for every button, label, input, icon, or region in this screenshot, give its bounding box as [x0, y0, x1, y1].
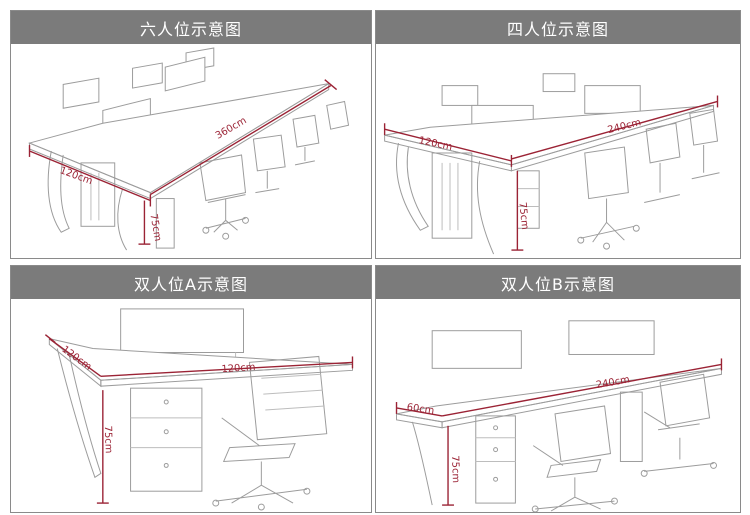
panel-title: 六人位示意图 [11, 11, 371, 44]
dimension-length-label: 120cm [221, 362, 256, 375]
panel-six-person: 六人位示意图 [10, 10, 372, 259]
panel-title: 双人位B示意图 [376, 266, 740, 299]
dimension-width-label: 60cm [406, 402, 435, 417]
dimension-lines [395, 358, 723, 506]
panel-title: 四人位示意图 [376, 11, 740, 44]
panel-two-person-b: 双人位B示意图 [375, 265, 741, 513]
office-chair [212, 355, 328, 511]
panel-four-person: 四人位示意图 [375, 10, 741, 259]
office-chairs [531, 373, 718, 512]
partition-screens [431, 320, 655, 369]
panel-title: 双人位A示意图 [11, 266, 371, 299]
desktop-surface [396, 367, 722, 423]
dimension-height-label: 75cm [516, 202, 530, 231]
two-person-a-desk-sketch: 120cm 120cm 75cm [44, 308, 354, 511]
dimension-height-label: 75cm [147, 213, 163, 242]
panel-two-person-a: 双人位A示意图 [10, 265, 372, 513]
dimension-lines [383, 95, 719, 251]
desktop-surface [384, 104, 714, 166]
two-person-b-desk-sketch: 60cm 240cm 75cm [395, 320, 723, 512]
office-chairs [199, 100, 350, 240]
dimension-height-label: 75cm [449, 455, 461, 483]
partition-screens [120, 308, 245, 361]
office-chairs [577, 108, 720, 250]
dimension-lines [44, 334, 354, 504]
dimension-height-label: 75cm [102, 426, 114, 454]
four-person-desk-sketch: 120cm 240cm 75cm [383, 73, 720, 255]
six-person-desk-sketch: 120cm 360cm 75cm [27, 47, 350, 251]
dimension-lines [28, 79, 338, 245]
